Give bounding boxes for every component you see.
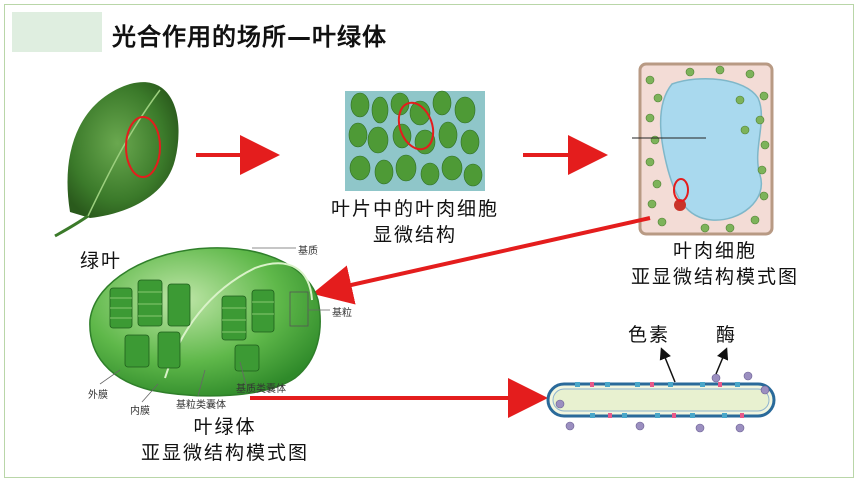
- mesophyll-micro-label-line2: 显微结构: [372, 224, 457, 246]
- mesophyll-cell-label-line1: 叶肉细胞: [672, 240, 757, 262]
- slide-frame: [4, 4, 854, 478]
- thylakoid-membrane-model: [546, 347, 776, 433]
- mesophyll-cell-label: 叶肉细胞 亚显微结构模式图: [600, 238, 830, 290]
- stroma-thylakoid-label: 基质类囊体: [236, 384, 286, 395]
- leaf-label: 绿叶: [80, 250, 123, 272]
- title-accent-bar: [12, 12, 102, 52]
- inner-membrane-label: 内膜: [130, 406, 150, 417]
- chloroplast-label-line1: 叶绿体: [193, 416, 257, 438]
- grana-label: 基粒: [332, 308, 352, 319]
- mesophyll-micrograph: [345, 90, 485, 191]
- chloroplast-model: [89, 247, 330, 403]
- enzyme-label: 酶: [716, 324, 738, 346]
- outer-membrane-label: 外膜: [88, 390, 108, 401]
- mesophyll-micro-label: 叶片中的叶肉细胞 显微结构: [300, 196, 530, 248]
- chloroplast-label: 叶绿体 亚显微结构模式图: [110, 414, 340, 466]
- leaf-illustration: [54, 82, 179, 238]
- mesophyll-cell-model: [632, 62, 774, 236]
- page-title: 光合作用的场所—叶绿体: [112, 23, 387, 51]
- stroma-label: 基质: [298, 246, 318, 257]
- arrow-cell-to-chloroplast: [312, 216, 651, 305]
- chloroplast-label-line2: 亚显微结构模式图: [140, 442, 309, 464]
- grana-thylakoid-label: 基粒类囊体: [176, 400, 226, 411]
- mesophyll-micro-label-line1: 叶片中的叶肉细胞: [330, 198, 499, 220]
- pigment-label: 色素: [628, 324, 671, 346]
- mesophyll-cell-label-line2: 亚显微结构模式图: [630, 266, 799, 288]
